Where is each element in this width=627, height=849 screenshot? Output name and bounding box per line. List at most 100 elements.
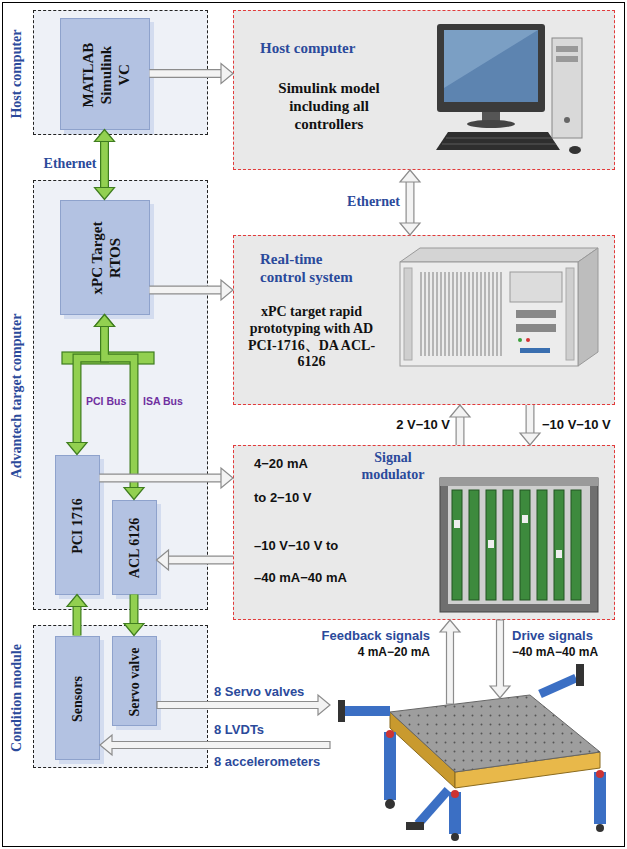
- text-holder: Ethernet: [347, 194, 400, 211]
- node-heading: Condition module: [9, 626, 26, 769]
- shake-table-picture: [384, 732, 396, 800]
- group-box: SensorsServo valveCondition module: [33, 625, 208, 768]
- shake-table-picture: [338, 664, 606, 841]
- node-text: –40 mA−40 mA: [254, 570, 374, 586]
- module-box: Sensors: [55, 636, 100, 760]
- panel-box: Real-time control system xPC target rapid…: [233, 235, 615, 405]
- shake-table-picture: [449, 792, 461, 834]
- arrow-outline: [406, 181, 415, 224]
- arrow-head: [400, 170, 420, 182]
- edge-label: Ethernet: [347, 194, 400, 211]
- arrow-outline: [526, 405, 535, 434]
- connector-arrow: [450, 405, 470, 445]
- text-holder: Host computer: [260, 39, 430, 57]
- panel-box: Signal modulator4−20 mA to 2−10 V –10 V−10…: [233, 445, 615, 620]
- text-holder: Feedback signals: [322, 628, 430, 644]
- node-text: 4−20 mA: [254, 456, 374, 472]
- text-holder: 8 Servo valves: [214, 684, 304, 700]
- module-box: Servo valve: [112, 636, 157, 726]
- shake-table-picture: [345, 706, 390, 716]
- node-heading: Signal modulator: [351, 450, 435, 484]
- shake-table-picture: [451, 790, 459, 798]
- shake-table-picture: [596, 770, 604, 778]
- shake-table-picture: [576, 664, 584, 686]
- signal-label: 8 LVDTs: [214, 722, 264, 738]
- shake-table-picture: [455, 752, 600, 788]
- node-heading: PCI 1716: [70, 461, 87, 591]
- signal-label: 4 mA−20 mA: [358, 645, 430, 659]
- node-heading: Sensors: [70, 644, 87, 754]
- arrow-head: [221, 280, 233, 300]
- arrow-head: [221, 64, 233, 84]
- text-holder: to 2−10 V: [254, 490, 374, 506]
- node-text: to 2−10 V: [254, 490, 374, 506]
- node-heading: Real-time control system: [260, 250, 365, 286]
- shake-table-picture: [385, 799, 395, 809]
- figure-frame: [3, 3, 625, 847]
- text-holder: 8 LVDTs: [214, 722, 264, 738]
- shake-table-picture: [390, 695, 600, 772]
- signal-label: 8 Servo valves: [214, 684, 304, 700]
- text-holder: 8 accelerometers: [214, 754, 320, 770]
- shake-table-picture: [540, 678, 576, 694]
- text-holder: –40 mA−40 mA: [254, 570, 374, 586]
- text-holder: Drive signals: [512, 628, 593, 644]
- text-holder: −40 mA−40 mA: [512, 645, 598, 659]
- node-text: Simulink model including all controllers: [254, 79, 404, 133]
- arrow-head: [450, 405, 470, 417]
- arrow-body: [527, 405, 534, 434]
- module-box: xPC Target RTOS: [60, 200, 150, 315]
- module-box: PCI 1716: [55, 455, 100, 595]
- signal-label: Feedback signals: [322, 628, 430, 644]
- node-heading: MATLAB Simulink VC: [79, 36, 133, 114]
- text-holder: xPC target rapid prototyping with AD PCI…: [244, 304, 379, 371]
- arrow-outline: [456, 416, 465, 445]
- text-holder: Real-time control system: [260, 250, 365, 286]
- signal-arrow: [490, 620, 510, 698]
- node-heading: xPC Target RTOS: [88, 211, 124, 306]
- module-box: MATLAB Simulink VC: [60, 18, 150, 130]
- signal-label: 8 accelerometers: [214, 754, 320, 770]
- edge-label: Ethernet: [44, 156, 97, 173]
- shake-table-picture: [390, 695, 600, 772]
- shake-table-picture: [338, 700, 345, 722]
- module-box: ACL 6126: [112, 500, 157, 595]
- edge-label: −10 V−10 V: [542, 417, 611, 433]
- shake-table-picture: [418, 790, 448, 824]
- shake-table-picture: [594, 772, 606, 824]
- text-holder: –10 V−10 V to: [254, 538, 374, 554]
- group-box: MATLAB Simulink VCHost computer: [33, 10, 208, 135]
- arrow-head: [520, 433, 540, 445]
- text-holder: −10 V−10 V: [542, 417, 611, 433]
- shake-table-picture: [386, 730, 394, 738]
- text-holder: 4 mA−20 mA: [358, 645, 430, 659]
- signal-label: PCI Bus: [86, 395, 126, 408]
- arrow-body: [407, 181, 414, 224]
- text-holder: 2 V−10 V: [396, 417, 450, 433]
- arrow-body: [457, 416, 464, 445]
- connector-arrow: [520, 405, 540, 445]
- node-text: –10 V−10 V to: [254, 538, 374, 554]
- node-heading: Advantech target computer: [9, 246, 26, 546]
- node-heading: ACL 6126: [127, 503, 144, 593]
- arrow-head: [221, 468, 233, 488]
- panel-box: Host computerSimulink model including al…: [233, 10, 615, 170]
- shake-table-picture: [596, 824, 604, 832]
- text-holder: PCI Bus: [86, 395, 126, 408]
- text-holder: Simulink model including all controllers: [254, 79, 404, 133]
- shake-table-picture: [525, 708, 537, 763]
- text-holder: Ethernet: [44, 156, 97, 173]
- node-heading: Servo valve: [127, 638, 144, 726]
- shake-table-picture: [451, 833, 459, 841]
- shake-table-picture: [390, 712, 455, 788]
- signal-label: Drive signals: [512, 628, 593, 644]
- text-holder: ISA Bus: [143, 395, 183, 408]
- signal-label: ISA Bus: [143, 395, 183, 408]
- signal-label: −40 mA−40 mA: [512, 645, 598, 659]
- shake-table-picture: [406, 822, 424, 830]
- node-heading: Host computer: [9, 11, 26, 136]
- connector-arrow: [400, 170, 420, 235]
- signal-arrow: [440, 620, 460, 704]
- text-holder: Signal modulator: [351, 450, 435, 484]
